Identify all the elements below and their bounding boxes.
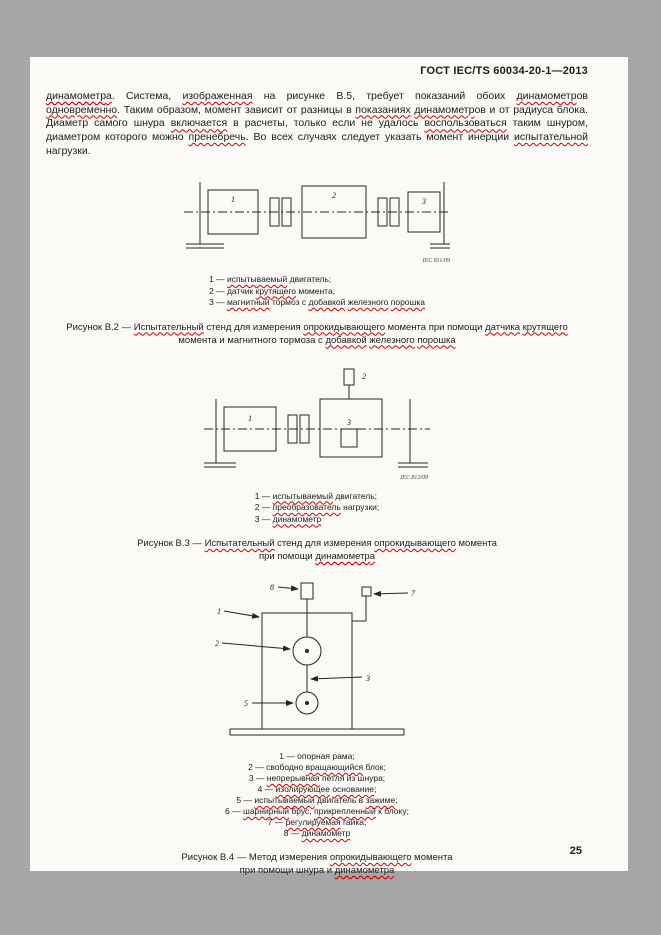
callout-arrow-3 xyxy=(310,675,363,682)
legend-item: 1 — испытываемый двигатель; xyxy=(209,274,332,285)
motor-box xyxy=(223,406,277,452)
coupling-half xyxy=(281,197,292,227)
dynamometer-body xyxy=(300,582,314,600)
legend-item: 1 — испытываемый двигатель; xyxy=(254,490,377,501)
legend-item: 7 — регулируемая гайка; xyxy=(267,817,367,828)
callout-label: 1 xyxy=(217,607,221,616)
test-stand-drawing-b3 xyxy=(204,368,430,468)
motor-box xyxy=(207,189,259,235)
brake-box xyxy=(407,191,441,233)
figure-b4-diagram: 1 2 3 5 7 8 xyxy=(215,582,416,736)
callout-label: 7 xyxy=(411,589,416,598)
legend-item: 1 — опорная рама; xyxy=(279,751,355,762)
body-paragraph: динамометра. Система, изображенная на ри… xyxy=(46,90,589,157)
callout-label: 2 xyxy=(332,191,336,200)
callout-arrow-8 xyxy=(277,585,299,592)
caption-line: при помощи динамометра xyxy=(258,551,375,563)
figure-b2-caption: Рисунок В.2 — Испытательный стенд для из… xyxy=(46,321,588,347)
legend-item: 6 — шарнирный брус, прикрепленный к блок… xyxy=(225,806,409,817)
dynamometer-box xyxy=(340,428,358,448)
coupling-half xyxy=(377,197,388,227)
callout-label: 1 xyxy=(248,414,252,423)
callout-arrow-2 xyxy=(221,642,291,652)
caption-line: момента и магнитного тормоза с добавкой … xyxy=(178,334,456,346)
figure-b4-legend: 1 — опорная рама; 2 — свободно вращающий… xyxy=(225,751,409,839)
callout-label: 2 xyxy=(362,372,366,381)
callout-label: 2 xyxy=(215,639,219,648)
caption-line: Рисунок В.2 — Испытательный стенд для из… xyxy=(66,321,568,333)
legend-item: 3 — динамометр xyxy=(254,513,322,524)
legend-item: 3 — магнитный тормоз с добавкой железног… xyxy=(209,297,425,308)
legend-item: 8 — динамометр xyxy=(283,828,351,839)
figure-b2-diagram: 1 2 3 IEC 811/09 xyxy=(184,182,450,264)
torque-sensor-box xyxy=(301,185,367,239)
load-machine-box xyxy=(319,398,383,458)
figure-b3-caption: Рисунок В.3 — Испытательный стенд для из… xyxy=(46,537,588,563)
callout-arrow-7 xyxy=(373,590,409,597)
callout-arrow-1 xyxy=(223,610,260,619)
legend-item: 4 — изолирующее основание; xyxy=(257,784,377,795)
legend-item: 2 — преобразователь нагрузки; xyxy=(254,502,380,513)
legend-item: 2 — датчик крутящего момента; xyxy=(209,285,336,296)
coupling-half xyxy=(299,414,310,444)
caption-line: при помощи шнура и динамометра xyxy=(239,865,395,877)
adjustable-nut xyxy=(361,586,372,597)
callout-label: 3 xyxy=(365,674,370,683)
coupling-half xyxy=(389,197,400,227)
legend-item: 5 — испытываемый двигатель в зажиме; xyxy=(236,795,398,806)
callout-label: 3 xyxy=(346,418,351,427)
figure-b3-diagram: 1 2 3 IEC 812/09 xyxy=(204,368,430,481)
coupling-half xyxy=(287,414,298,444)
figure-b4-caption: Рисунок В.4 — Метод измерения опрокидыва… xyxy=(46,851,588,877)
caption-line: Рисунок В.3 — Испытательный стенд для из… xyxy=(137,538,497,550)
page-number: 25 xyxy=(569,845,582,857)
legend-item: 3 — непрерывная петля из шнура; xyxy=(248,773,386,784)
callout-label: 3 xyxy=(421,197,426,206)
load-transducer xyxy=(343,368,355,386)
callout-label: 5 xyxy=(244,699,248,708)
callout-label: 8 xyxy=(270,583,274,592)
figure-b3-legend: 1 — испытываемый двигатель; 2 — преобраз… xyxy=(255,491,380,526)
test-stand-drawing-b2 xyxy=(184,182,450,249)
coupling-half xyxy=(269,197,280,227)
iec-ref-label: IEC 812/09 xyxy=(399,475,428,481)
iec-ref-label: IEC 811/09 xyxy=(422,258,450,264)
document-code-header: ГОСТ IEC/TS 60034-20-1—2013 xyxy=(420,65,588,77)
callout-label: 1 xyxy=(231,195,235,204)
cord-method-drawing-b4 xyxy=(221,582,409,736)
lower-pulley-axle xyxy=(305,701,309,706)
legend-item: 2 — свободно вращающийся блок; xyxy=(248,762,386,773)
figure-b2-legend: 1 — испытываемый двигатель; 2 — датчик к… xyxy=(209,274,425,309)
document-page: ГОСТ IEC/TS 60034-20-1—2013 динамометра.… xyxy=(30,57,628,876)
upper-pulley-axle xyxy=(305,649,309,654)
caption-line: Рисунок В.4 — Метод измерения опрокидыва… xyxy=(181,852,453,864)
